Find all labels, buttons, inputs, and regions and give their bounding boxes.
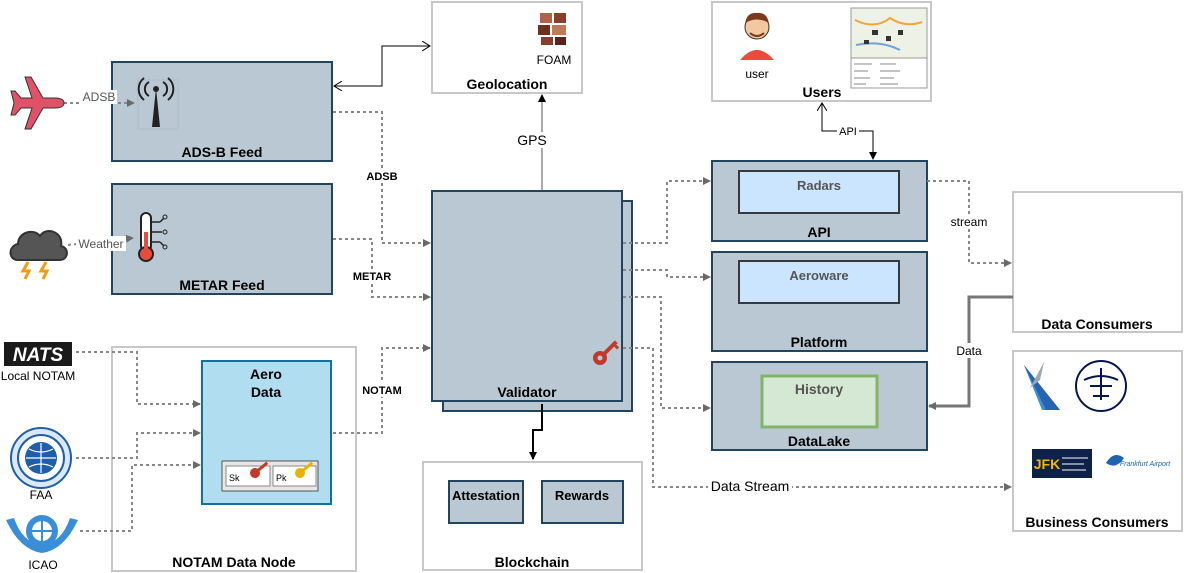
edge-icao: [80, 461, 201, 532]
storm-cloud-icon: [9, 230, 68, 280]
map-screenshot-icon: [850, 7, 928, 89]
antenna-icon: [137, 77, 179, 130]
adsb-feed-box: [111, 61, 333, 162]
edge-label-metar: METAR: [353, 271, 391, 283]
user-label: user: [745, 67, 768, 81]
aero-data-title-2: Data: [251, 384, 282, 400]
user-avatar-icon: [740, 12, 774, 60]
aeroware-label: Aeroware: [789, 268, 848, 283]
frankfurt-airport-logo: Frankfurt Airport: [1106, 454, 1171, 468]
edge-to-datalake: [623, 296, 711, 412]
edge-stream: [927, 180, 1012, 267]
radars-box: [738, 170, 900, 214]
edge-label-data-stream: Data Stream: [711, 478, 790, 494]
edge-to-api: [623, 177, 711, 244]
edge-label-stream: stream: [951, 215, 988, 229]
validator-key-icon: [593, 340, 620, 365]
validator-box: [431, 190, 623, 402]
radars-label: Radars: [797, 178, 841, 193]
faa-seal-icon: [10, 427, 72, 489]
jfk-logo-text: JFK: [1034, 456, 1060, 472]
edge-adsb-geo: [334, 46, 430, 86]
rewards-box: [541, 480, 624, 524]
foam-logo-icon: [538, 13, 566, 45]
nats-logo: NATS: [4, 342, 72, 366]
blockchain-title: Blockchain: [495, 554, 570, 570]
attestation-box: [448, 480, 524, 524]
edge-label-api: API: [839, 126, 857, 138]
datalake-title: DataLake: [788, 433, 850, 449]
aero-data-title-1: Aero: [250, 366, 282, 382]
edge-label-adsb: ADSB: [366, 171, 397, 183]
attestation-label: Attestation: [452, 488, 520, 503]
edge-faa: [76, 429, 201, 459]
icao-label: ICAO: [28, 558, 57, 572]
edge-to-platform: [623, 269, 711, 281]
icao-emblem-icon: [6, 515, 78, 553]
american-airlines-logo: [1024, 362, 1060, 410]
faa-label: FAA: [30, 488, 53, 502]
edge-label-weather: Weather: [78, 237, 123, 251]
pk-label: Pk: [276, 473, 287, 483]
users-title: Users: [803, 84, 842, 100]
edge-label-gps: GPS: [517, 132, 547, 148]
edge-data-stream: [623, 347, 1012, 491]
adsb-feed-title: ADS-B Feed: [182, 144, 263, 160]
validator-title: Validator: [497, 384, 557, 400]
history-box: [760, 374, 879, 429]
nats-logo-text: NATS: [13, 345, 64, 366]
edge-local-notam: [76, 351, 201, 408]
data-consumers-box: [1012, 191, 1183, 333]
notam-node-title: NOTAM Data Node: [172, 554, 296, 570]
edge-metar: [333, 238, 431, 301]
edge-label-data: Data: [956, 344, 982, 358]
geolocation-title: Geolocation: [467, 76, 548, 92]
edge-label-adsb-in: ADSB: [83, 90, 116, 104]
business-consumers-title: Business Consumers: [1025, 514, 1168, 530]
pk-key-icon: [295, 461, 314, 478]
edge-blockchain: [529, 404, 543, 460]
thermometer-icon: [138, 212, 168, 262]
data-consumers-title: Data Consumers: [1041, 316, 1152, 332]
history-label: History: [795, 381, 843, 397]
frankfurt-logo-text: Frankfurt Airport: [1120, 461, 1171, 468]
metar-feed-title: METAR Feed: [179, 277, 264, 293]
platform-title: Platform: [791, 334, 848, 350]
edge-label-notam: NOTAM: [362, 385, 402, 397]
lufthansa-logo: [1075, 360, 1127, 412]
api-title: API: [807, 224, 830, 240]
aeroware-box: [738, 260, 900, 304]
rewards-label: Rewards: [555, 488, 609, 503]
sk-key-icon: [250, 461, 269, 478]
local-notam-label: Local NOTAM: [1, 369, 75, 383]
jfk-logo: JFK: [1032, 449, 1092, 478]
pk-box: [272, 465, 317, 487]
sk-label: Sk: [229, 473, 240, 483]
airplane-icon: [10, 76, 65, 130]
foam-label: FOAM: [537, 53, 572, 67]
